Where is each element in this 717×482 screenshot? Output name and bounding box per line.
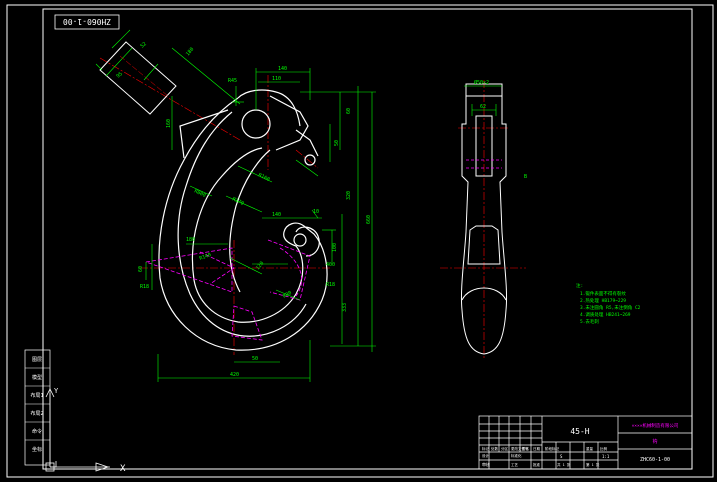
dim-r18-right: R18: [326, 282, 335, 288]
auxiliary-section: [99, 41, 177, 115]
side-dims: [464, 85, 502, 116]
dim-110: 110: [272, 76, 281, 82]
side-dim-top: Ø50×2: [474, 79, 489, 86]
dim-320: 320: [346, 191, 352, 200]
ucs-x-label: X: [120, 464, 126, 474]
tb-cell: 处数: [491, 446, 499, 451]
dim-50-right: 50: [334, 140, 340, 146]
tb-cell: 重量: [586, 446, 594, 451]
layer-panel-item: 模型: [32, 374, 42, 381]
dimension-labels: 52 95 180 140 110 R45 60 160 50 320 660 …: [115, 41, 372, 378]
dim-400: 400: [326, 262, 335, 268]
layer-panel-item: 布局2: [30, 410, 43, 417]
dim-r800: R800: [193, 188, 206, 199]
dim-333: 333: [342, 303, 348, 312]
tb-cell: 签名: [522, 446, 529, 451]
hook-side-view[interactable]: Ø50×2 62 B: [440, 79, 527, 360]
dim-52: 52: [139, 41, 147, 49]
title-row-a: 标记 处数 分区 更改文件号 签名 日期: [482, 446, 541, 451]
note-line: 3.未注圆角 R5,未注倒角 C2: [580, 304, 641, 311]
dim-95: 95: [115, 71, 123, 79]
dim-420: 420: [230, 372, 239, 378]
inner-frame: [42, 8, 693, 470]
note-line: 2.热处理 HB179~229: [580, 297, 626, 304]
drawing-number-box: ZH060-1-00: [54, 14, 120, 30]
side-outline: [460, 83, 508, 355]
tb-cell: 比例: [600, 446, 608, 451]
dim-660: 660: [366, 215, 372, 224]
side-view-label: B: [524, 174, 527, 180]
part-name: 钩: [652, 438, 657, 445]
drawing-number-text: ZH060-1-00: [63, 17, 111, 26]
note-line: 5.去毛刺: [580, 318, 599, 325]
tb-cell: 设计: [482, 453, 490, 458]
dim-140-top: 140: [278, 66, 287, 72]
tb-cell: 第 1 张: [586, 462, 600, 467]
material-label: 45-H: [570, 427, 589, 436]
title-row-d: 工艺 批准 共 1 张 第 1 张: [511, 462, 600, 467]
side-dim-62: 62: [480, 104, 486, 110]
dimension-lines: [95, 29, 376, 382]
tb-cell: 标记: [482, 446, 490, 451]
dim-60-right: 60: [346, 108, 352, 114]
hidden-section-lines: [145, 239, 311, 341]
drawing-no: ZHC60-1-00: [640, 457, 670, 463]
dim-r160: R160: [257, 172, 270, 183]
dim-100: 100: [332, 243, 338, 252]
dim-160: 160: [166, 119, 172, 128]
ucs-icon: X Y: [45, 387, 126, 474]
ucs-y-label: Y: [54, 387, 59, 395]
tb-cell: S: [560, 454, 563, 459]
title-block[interactable]: 45-H ××××机械制造有限公司 钩 ZHC60-1-00 标记 处数 分区 …: [478, 415, 693, 470]
tb-cell: 工艺: [511, 462, 519, 467]
layer-panel-item: 布局1: [30, 392, 43, 399]
dim-r140: R140: [199, 252, 212, 262]
dim-r45: R45: [228, 78, 237, 84]
dim-r80: R80: [282, 290, 293, 300]
outer-frame: [6, 4, 714, 478]
dim-60-left: 60: [138, 266, 144, 272]
tb-cell: 日期: [533, 446, 541, 451]
layer-panel[interactable]: 图层 模型 布局1 布局2 命令 坐标: [24, 349, 51, 466]
tb-cell: 批准: [533, 462, 541, 467]
dim-r18-left: R18: [140, 284, 149, 290]
hook-front-view[interactable]: 52 95 180 140 110 R45 60 160 50 320 660 …: [95, 29, 376, 382]
dim-120-center: 120: [255, 261, 265, 272]
hook-outline: [158, 89, 328, 351]
dim-180: 180: [185, 47, 195, 58]
tb-cell: 1:1: [602, 454, 610, 459]
layer-panel-item: 命令: [32, 428, 42, 435]
tb-cell: 标准化: [511, 453, 522, 458]
tb-cell: 阶段标记: [545, 446, 559, 451]
note-line: 1.锻件表面不得有裂纹: [580, 290, 626, 297]
note-line: 4.调质处理 HB241~269: [580, 311, 631, 318]
tb-cell: 审核: [482, 461, 490, 467]
title-block-grid: [478, 415, 693, 470]
dim-r170: R170: [231, 196, 244, 207]
side-hidden: [466, 159, 502, 169]
tb-cell: 共 1 张: [557, 462, 571, 467]
notes-heading: 注:: [576, 282, 583, 289]
center-lines: [99, 57, 330, 355]
layer-panel-item: 图层: [32, 357, 42, 363]
title-row-c: 审核 S 1:1: [482, 454, 610, 467]
company-name: ××××机械制造有限公司: [632, 422, 679, 429]
tb-cell: 分区: [501, 446, 509, 451]
pin-hole: [304, 154, 316, 166]
technical-notes: 注: 1.锻件表面不得有裂纹 2.热处理 HB179~229 3.未注圆角 R5…: [576, 282, 641, 325]
tb-cell: 更改文件号: [511, 446, 529, 451]
dim-10: 10: [313, 209, 319, 215]
side-center-lines: [440, 80, 526, 360]
layer-panel-item: 坐标: [32, 446, 42, 453]
eye-hole: [241, 109, 271, 139]
dim-140-mid: 140: [272, 212, 281, 218]
dim-50-bottom: 50: [252, 356, 258, 362]
title-row-b: 设计 标准化 阶段标记 重量 比例: [482, 446, 608, 458]
dim-180-left: 180: [186, 237, 195, 243]
